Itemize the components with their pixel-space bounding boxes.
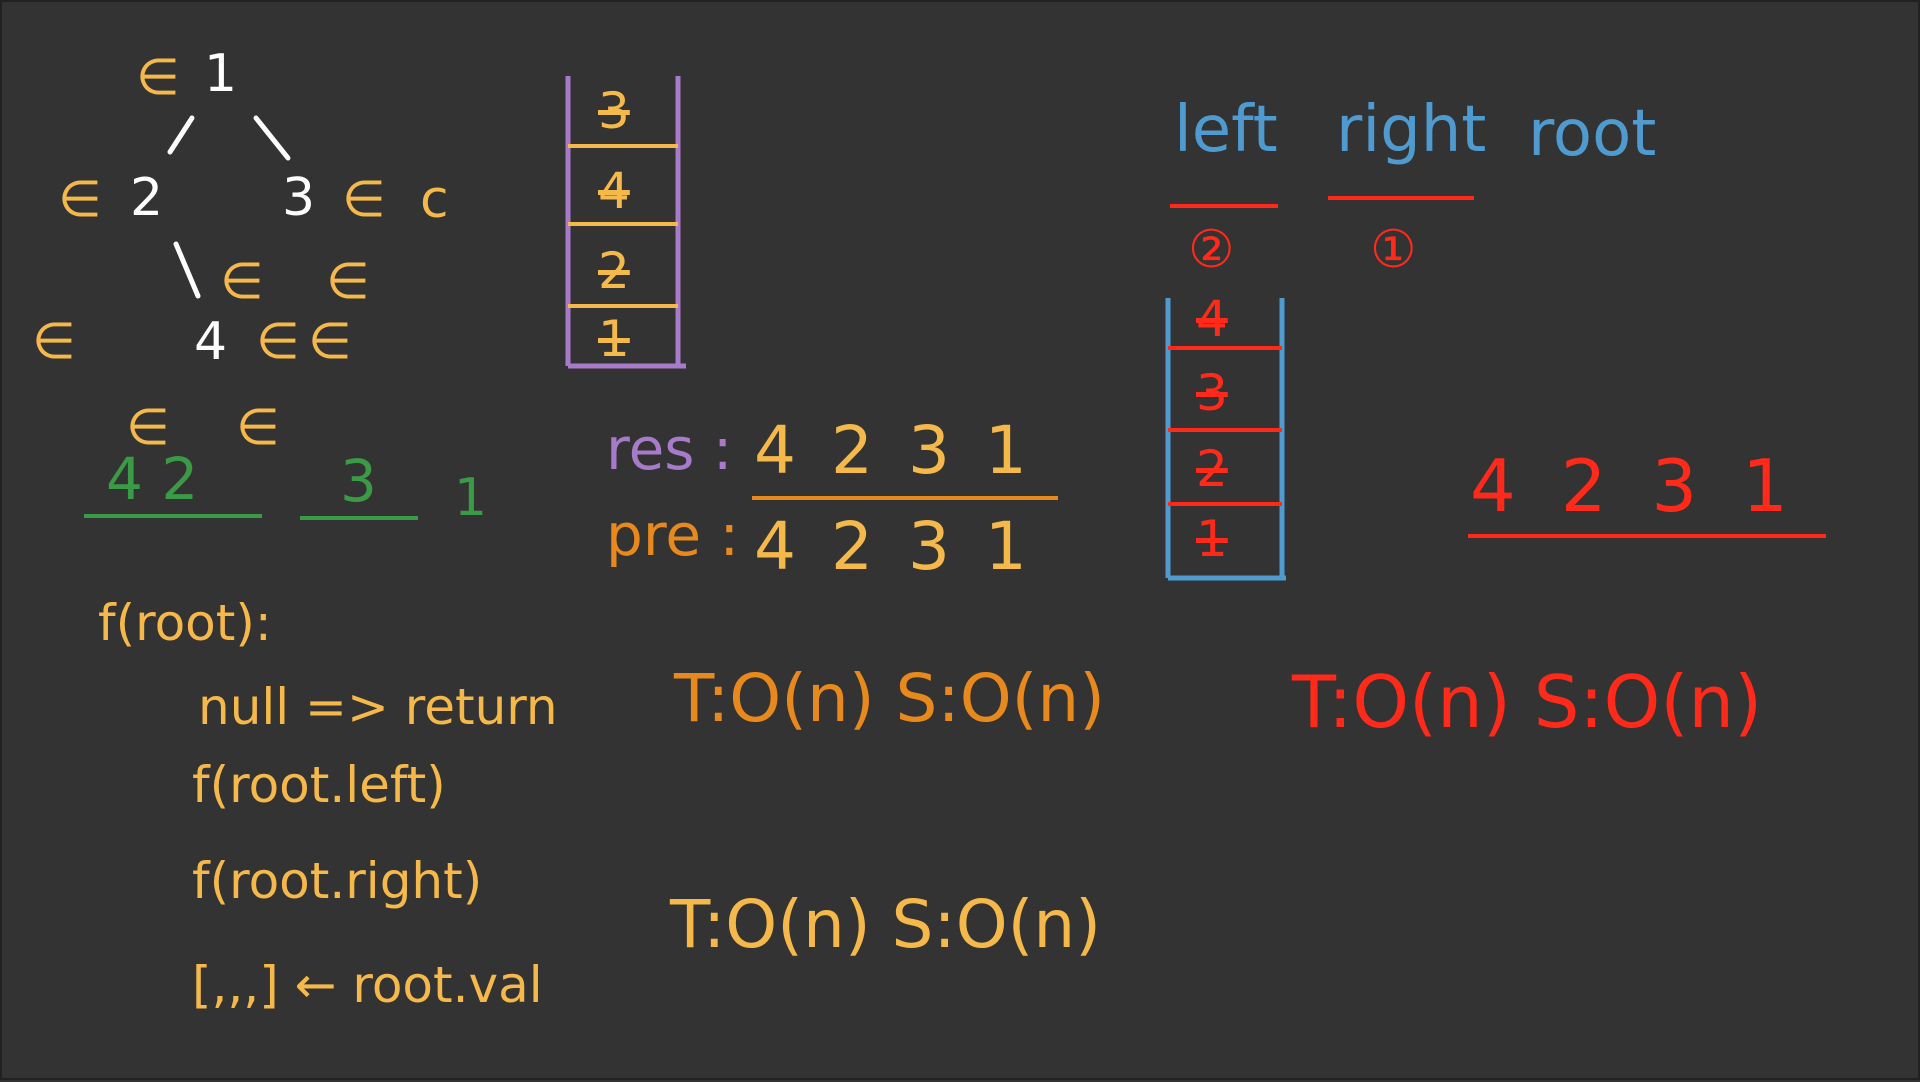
purple-stack-frame: [565, 76, 686, 369]
green-underline-mid: [300, 516, 418, 520]
null-marker: ∈: [58, 170, 102, 228]
header-right: right: [1336, 93, 1487, 167]
left-marker: ②: [1188, 220, 1235, 280]
tree-node-2: 2: [130, 168, 164, 228]
postorder-mid-group: 3: [340, 447, 377, 515]
purple-stack-item: 4: [598, 162, 630, 220]
tree-node-4: 4: [194, 312, 228, 372]
tree-edge-1-2: [167, 115, 195, 155]
res-values: 4 2 3 1: [754, 412, 1027, 489]
complexity-red: T:O(n) S:O(n): [1292, 660, 1763, 744]
blue-stack-item: 3: [1196, 364, 1228, 422]
green-underline-left: [84, 514, 262, 518]
tree-node-3: 3: [282, 168, 316, 228]
code-line-3: f(root.left): [192, 756, 446, 814]
tree-node-1: 1: [204, 44, 238, 104]
pre-label: pre :: [606, 501, 740, 569]
null-marker: ∈: [126, 398, 170, 456]
blue-stack-item: 4: [1196, 290, 1228, 348]
null-marker: ∈: [220, 252, 264, 310]
tree-edges: [167, 115, 291, 299]
header-root: root: [1528, 97, 1657, 171]
right-marker: ①: [1370, 220, 1417, 280]
complexity-yellow: T:O(n) S:O(n): [670, 886, 1101, 963]
res-pre-divider: [752, 496, 1058, 500]
null-marker: ∈: [32, 312, 76, 370]
null-marker: ∈: [236, 398, 280, 456]
pre-values: 4 2 3 1: [754, 508, 1027, 585]
header-left: left: [1174, 93, 1278, 167]
blue-stack-item: 1: [1196, 510, 1228, 568]
code-line-5: [,,,] ← root.val: [192, 956, 543, 1014]
purple-stack-item: 3: [598, 82, 630, 140]
null-marker: ∈: [326, 252, 370, 310]
purple-stack-separators: [568, 144, 678, 308]
null-marker: ∈: [256, 312, 300, 370]
postorder-root: 1: [454, 468, 488, 528]
left-header-underline: [1170, 204, 1278, 208]
code-line-4: f(root.right): [192, 852, 483, 910]
null-marker: ∈: [136, 48, 180, 106]
complexity-orange: T:O(n) S:O(n): [674, 660, 1105, 737]
postorder-left-group: 4 2: [106, 445, 199, 513]
null-marker: ∈: [342, 170, 386, 228]
red-result-underline: [1468, 534, 1826, 538]
blue-stack-frame: [1165, 298, 1286, 581]
red-result-values: 4 2 3 1: [1470, 444, 1788, 528]
right-header-underline: [1328, 196, 1474, 200]
tree-edge-2-4: [173, 241, 201, 299]
code-line-2: null => return: [198, 678, 558, 736]
null-marker: ∈: [308, 312, 352, 370]
res-label: res :: [606, 415, 733, 483]
blue-stack-item: 2: [1196, 440, 1228, 498]
blue-stack-separators: [1168, 346, 1282, 506]
purple-stack-item: 1: [598, 310, 630, 368]
code-line-1: f(root):: [98, 594, 272, 652]
purple-stack-item: 2: [598, 242, 630, 300]
tree-edge-1-3: [253, 115, 291, 161]
tree-extra-mark: c: [420, 170, 449, 230]
